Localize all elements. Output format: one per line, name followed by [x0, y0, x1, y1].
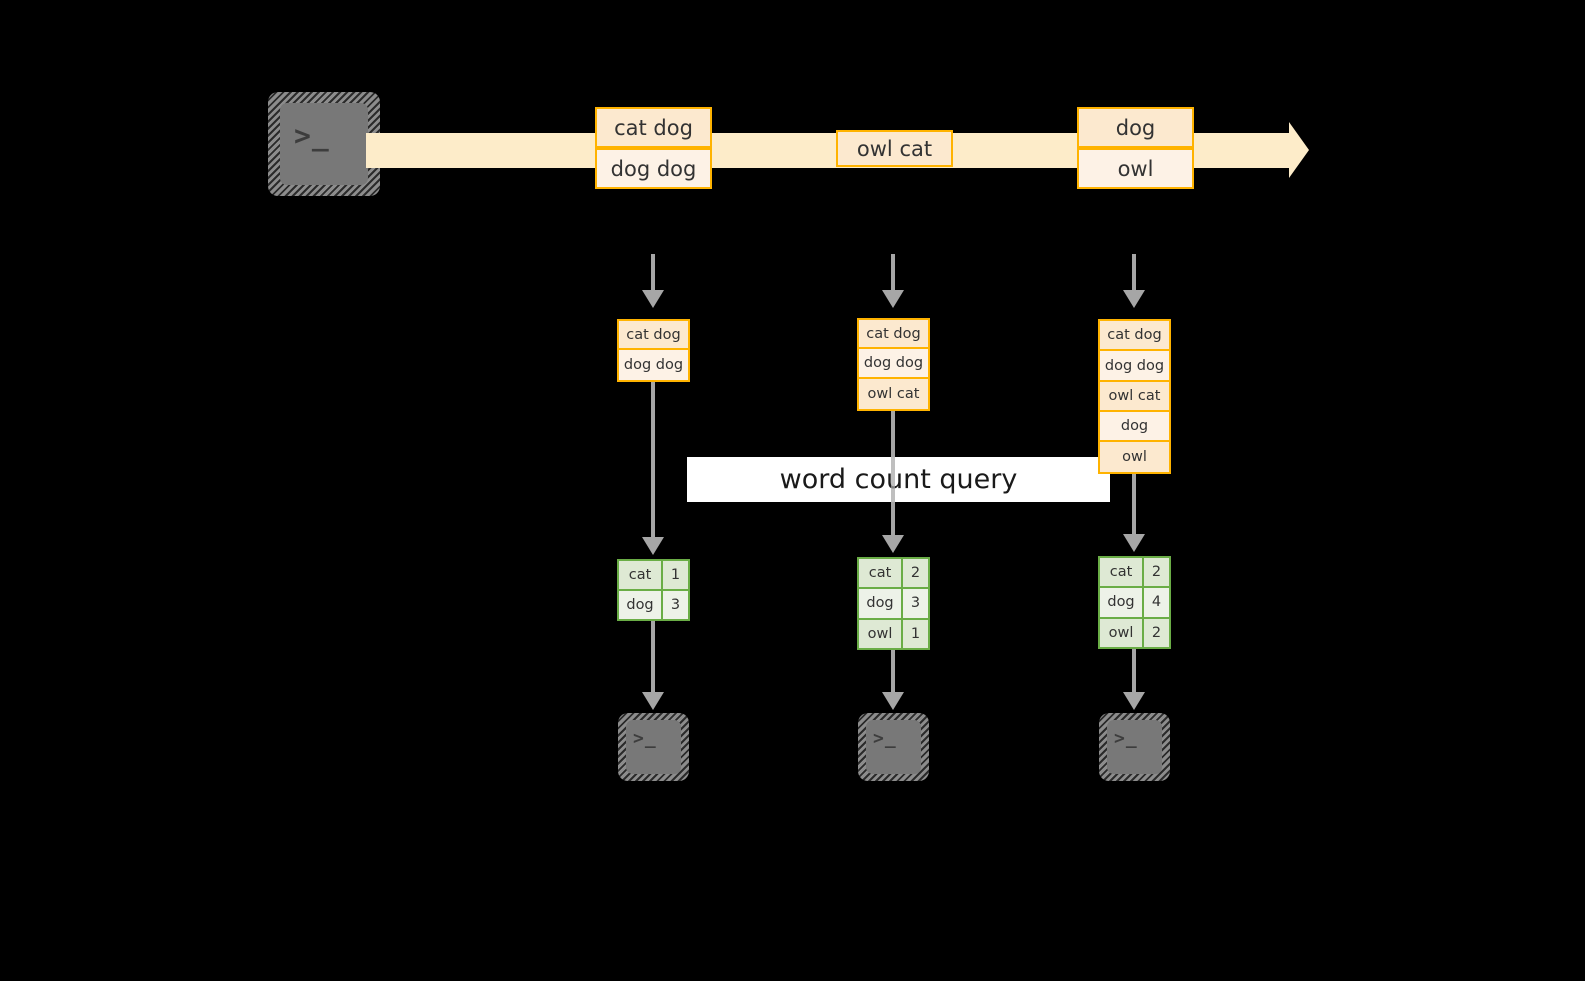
- terminal-body: [1107, 720, 1162, 774]
- snapshot-1-query-arrowhead-icon: [642, 537, 664, 555]
- snapshot-3-sink-connector: [1132, 649, 1136, 695]
- snapshot-1-stack-row: dog dog: [619, 350, 688, 380]
- snapshot-3-dashed-connector: [1132, 254, 1136, 292]
- stream-event-box: owl: [1077, 148, 1194, 189]
- terminal-body: [280, 103, 368, 185]
- snapshot-3-stack-row: cat dog: [1100, 321, 1169, 351]
- stream-event-box: dog dog: [595, 148, 712, 189]
- source-terminal-icon: >_: [268, 92, 380, 196]
- snapshot-2-query-connector-overlay: [891, 457, 895, 502]
- stream-event-label: owl: [1117, 156, 1154, 181]
- snapshot-3-stack-label: cat dog: [1107, 327, 1162, 343]
- table-row: dog 3: [859, 589, 928, 620]
- snapshot-1-query-connector: [651, 382, 655, 540]
- stream-event-box: cat dog: [595, 107, 712, 148]
- result-word-cell: cat: [619, 561, 663, 589]
- stream-event-label: dog dog: [610, 156, 697, 181]
- terminal-body: [866, 720, 921, 774]
- terminal-body: [626, 720, 681, 774]
- snapshot-3-sink-terminal-icon: >_: [1099, 713, 1170, 781]
- snapshot-2-sink-connector: [891, 650, 895, 695]
- snapshot-3-stack-label: owl cat: [1108, 388, 1161, 404]
- result-count-cell: 3: [663, 591, 688, 619]
- snapshot-1-dashed-arrowhead-icon: [642, 290, 664, 308]
- table-row: dog 3: [619, 591, 688, 619]
- snapshot-1-dashed-connector: [651, 254, 655, 292]
- snapshot-2-dashed-connector: [891, 254, 895, 292]
- snapshot-3-sink-arrowhead-icon: [1123, 692, 1145, 710]
- snapshot-1-stack-label: dog dog: [623, 357, 684, 373]
- snapshot-2-stack-row: dog dog: [859, 349, 928, 379]
- snapshot-2-stack-label: dog dog: [863, 355, 924, 371]
- snapshot-3-event-stack-overlay: owl: [1098, 440, 1171, 474]
- word-count-query-banner: word count query: [687, 457, 1110, 502]
- snapshot-1-stack-label: cat dog: [626, 326, 681, 343]
- table-row: cat 1: [619, 561, 688, 591]
- word-count-query-label: word count query: [779, 464, 1018, 495]
- snapshot-2-sink-terminal-icon: >_: [858, 713, 929, 781]
- snapshot-3-query-connector: [1132, 474, 1136, 536]
- snapshot-2-stack-label: owl cat: [867, 386, 920, 402]
- snapshot-2-sink-arrowhead-icon: [882, 692, 904, 710]
- table-row: dog 4: [1100, 588, 1169, 619]
- stream-event-label: cat dog: [614, 115, 693, 140]
- snapshot-2-event-stack: cat dog dog dog owl cat: [857, 318, 930, 411]
- table-row: owl 2: [1100, 618, 1169, 647]
- result-word-cell: dog: [1100, 588, 1144, 617]
- terminal-prompt-glyph: >_: [1114, 728, 1138, 749]
- table-row: cat 2: [859, 559, 928, 590]
- result-word-cell: dog: [619, 591, 663, 619]
- snapshot-1-sink-connector: [651, 621, 655, 695]
- snapshot-3-stack-row: owl cat: [1100, 382, 1169, 412]
- snapshot-3-stack-row: owl: [1100, 442, 1169, 472]
- result-word-cell: cat: [859, 559, 903, 588]
- result-count-cell: 2: [1144, 558, 1169, 587]
- result-word-cell: dog: [859, 589, 903, 618]
- snapshot-3-dashed-arrowhead-icon: [1123, 290, 1145, 308]
- snapshot-3-stack-label: owl: [1122, 449, 1147, 465]
- snapshot-3-stack-row: dog: [1100, 412, 1169, 442]
- snapshot-1-sink-arrowhead-icon: [642, 692, 664, 710]
- snapshot-2-dashed-arrowhead-icon: [882, 290, 904, 308]
- result-count-cell: 2: [903, 559, 928, 588]
- snapshot-3-stack-row: dog dog: [1100, 351, 1169, 382]
- table-row: owl 1: [859, 619, 928, 648]
- stream-arrowhead-icon: [1289, 122, 1309, 178]
- snapshot-1-sink-terminal-icon: >_: [618, 713, 689, 781]
- result-word-cell: owl: [859, 619, 903, 648]
- stream-event-box: owl cat: [836, 130, 953, 167]
- snapshot-3-result-table: cat 2 dog 4 owl 2: [1098, 556, 1171, 649]
- snapshot-3-stack-label: dog dog: [1104, 357, 1165, 374]
- snapshot-2-result-table: cat 2 dog 3 owl 1: [857, 557, 930, 650]
- result-word-cell: cat: [1100, 558, 1144, 587]
- snapshot-2-stack-label: cat dog: [866, 325, 921, 342]
- stream-event-label: owl cat: [856, 136, 933, 161]
- result-count-cell: 1: [663, 561, 688, 589]
- terminal-prompt-glyph: >_: [633, 728, 657, 749]
- result-count-cell: 3: [903, 589, 928, 618]
- result-word-cell: owl: [1100, 618, 1144, 647]
- snapshot-3-query-arrowhead-icon: [1123, 534, 1145, 552]
- result-count-cell: 1: [903, 619, 928, 648]
- table-row: cat 2: [1100, 558, 1169, 589]
- snapshot-1-result-table: cat 1 dog 3: [617, 559, 690, 621]
- result-count-cell: 2: [1144, 618, 1169, 647]
- snapshot-2-stack-row: cat dog: [859, 320, 928, 349]
- result-count-cell: 4: [1144, 588, 1169, 617]
- snapshot-1-stack-row: cat dog: [619, 321, 688, 350]
- terminal-prompt-glyph: >_: [294, 119, 330, 152]
- snapshot-1-event-stack: cat dog dog dog: [617, 319, 690, 382]
- stream-event-box: dog: [1077, 107, 1194, 148]
- stream-event-label: dog: [1115, 115, 1156, 140]
- terminal-prompt-glyph: >_: [873, 728, 897, 749]
- snapshot-3-stack-label: dog: [1120, 418, 1149, 434]
- snapshot-2-query-arrowhead-icon: [882, 535, 904, 553]
- snapshot-2-stack-row: owl cat: [859, 379, 928, 409]
